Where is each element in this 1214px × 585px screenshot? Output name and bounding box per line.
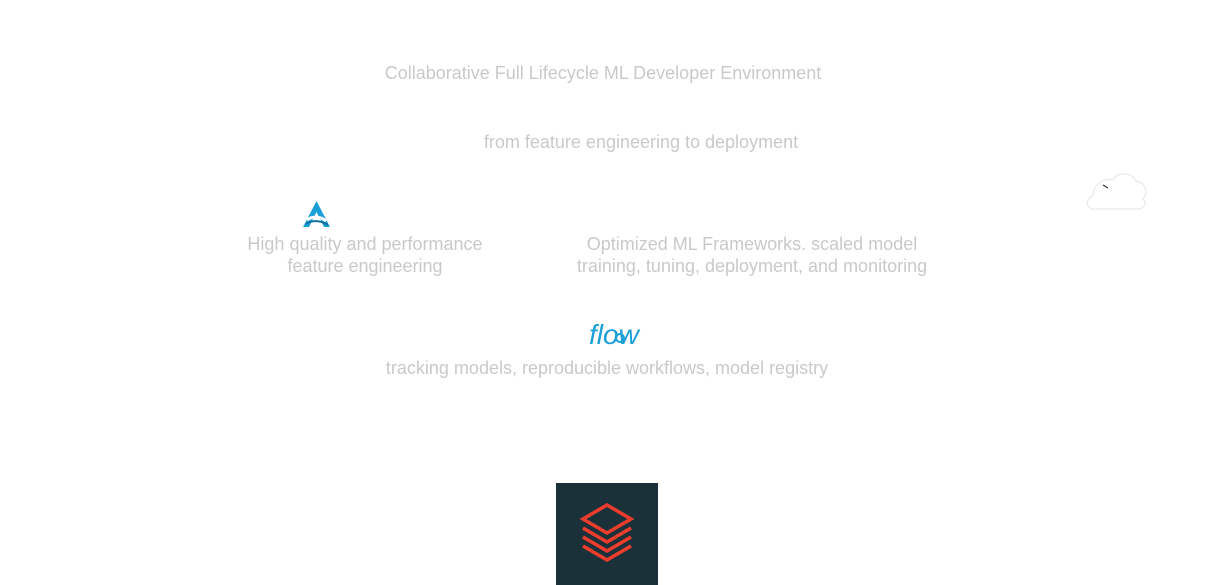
diagram-headline: Collaborative Full Lifecycle ML Develope… — [384, 63, 822, 83]
feature-engineering-caption: High quality and performance feature eng… — [215, 233, 515, 277]
stacked-layers-logo — [556, 483, 658, 585]
feature-caption-line-2: feature engineering — [287, 256, 443, 276]
brand-a-icon — [303, 201, 330, 227]
flow-logo: flow — [589, 319, 641, 350]
cloud-icon — [1086, 173, 1147, 210]
tracking-caption: tracking models, reproducible workflows,… — [385, 358, 829, 378]
ml-caption-line-2: training, tuning, deployment, and monito… — [576, 256, 928, 276]
ml-frameworks-caption: Optimized ML Frameworks. scaled model tr… — [542, 233, 962, 277]
diagram-subheadline: from feature engineering to deployment — [483, 132, 799, 152]
feature-caption-line-1: High quality and performance — [247, 234, 483, 254]
ml-caption-line-1: Optimized ML Frameworks. scaled model — [586, 234, 918, 254]
flow-logo-text: flow — [589, 319, 641, 350]
